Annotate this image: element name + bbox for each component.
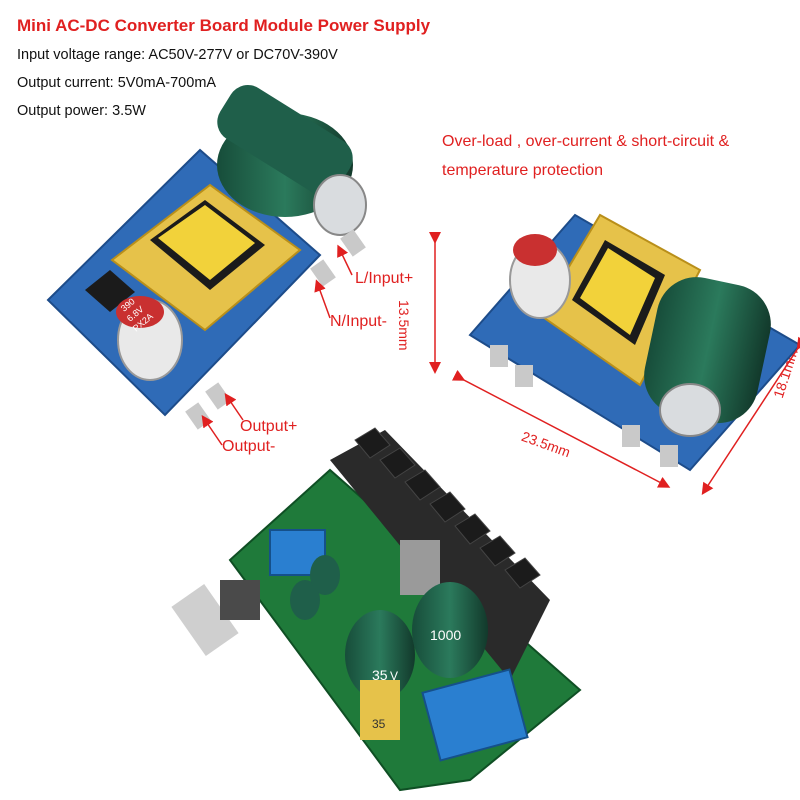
label-output-minus: Output- [222,438,276,455]
protection-line-2: temperature protection [442,162,603,179]
module-1-board [46,85,367,430]
spec-output-power: Output power: 3.5W [17,103,146,119]
svg-text:35: 35 [372,717,386,731]
module-3-cap-markings: 35 V 1000 35 [372,627,461,731]
protection-line-1: Over-load , over-current & short-circuit… [442,133,730,150]
spec-output-current: Output current: 5V0mA-700mA [17,75,217,91]
product-title: Mini AC-DC Converter Board Module Power … [17,16,431,35]
svg-text:1000: 1000 [430,627,461,643]
label-n-input: N/Input- [330,313,387,330]
module-2-board [468,213,800,472]
spec-input-voltage: Input voltage range: AC50V-277V or DC70V… [17,47,338,63]
svg-text:V: V [390,669,398,683]
svg-text:35: 35 [372,667,388,683]
label-l-input: L/Input+ [355,270,414,287]
label-output-plus: Output+ [240,418,298,435]
module-3-board [171,427,582,792]
